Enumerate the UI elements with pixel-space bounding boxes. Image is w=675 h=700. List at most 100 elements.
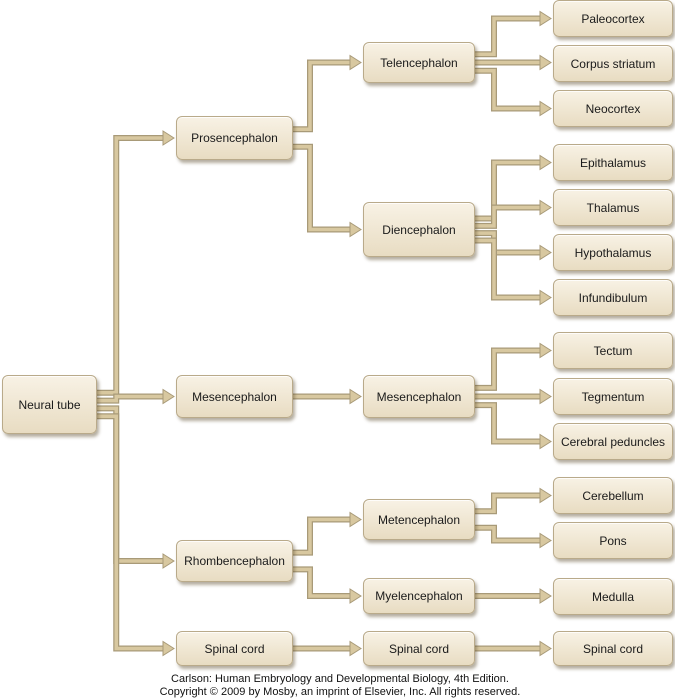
connector-telencephalon-to-neocortex (475, 67, 552, 117)
arrowhead-icon (539, 433, 552, 450)
connector-mesencephalon_primary-to-mesencephalon_secondary (293, 388, 362, 405)
node-corpus-striatum: Corpus striatum (553, 45, 673, 82)
arrowhead-icon (162, 388, 175, 405)
connector-mesencephalon_secondary-to-cerebral_peduncles (475, 402, 552, 450)
connector-outline (475, 524, 542, 544)
arrowhead-icon (349, 221, 362, 238)
connector-outline (97, 413, 165, 652)
connector-outline (475, 67, 542, 112)
connector-line (475, 68, 542, 111)
arrowhead-icon (539, 487, 552, 504)
connector-diencephalon-to-infundibulum (475, 237, 552, 306)
connector-outline (475, 492, 542, 515)
connector-line (475, 205, 542, 228)
connector-mesencephalon_secondary-to-tegmentum (475, 388, 552, 405)
arrowhead-icon (349, 511, 362, 528)
connector-rhombencephalon-to-metencephalon (293, 511, 362, 556)
arrowhead-icon (349, 54, 362, 71)
node-mesencephalon-primary: Mesencephalon (176, 375, 293, 418)
arrowhead-icon (539, 588, 552, 604)
node-cerebellum: Cerebellum (553, 477, 673, 514)
arrowhead-icon (539, 289, 552, 306)
credit-line-1: Carlson: Human Embryology and Developmen… (171, 673, 509, 685)
connector-line (97, 406, 165, 563)
node-epithalamus: Epithalamus (553, 144, 673, 181)
connector-neural_tube-to-prosencephalon (97, 130, 175, 396)
node-mesencephalon-secondary: Mesencephalon (363, 375, 475, 418)
connector-line (475, 348, 542, 390)
connector-line (293, 145, 352, 232)
arrowhead-icon (539, 388, 552, 405)
connector-diencephalon-to-hypothalamus (475, 230, 552, 261)
node-thalamus: Thalamus (553, 189, 673, 226)
connector-mesencephalon_secondary-to-tectum (475, 342, 552, 391)
connector-prosencephalon-to-telencephalon (293, 54, 362, 133)
arrowhead-icon (539, 532, 552, 549)
node-medulla: Medulla (553, 578, 673, 615)
node-myelencephalon: Myelencephalon (363, 578, 475, 614)
node-paleocortex: Paleocortex (553, 0, 673, 37)
arrowhead-icon (539, 342, 552, 359)
arrowhead-icon (349, 388, 362, 405)
connector-metencephalon-to-cerebellum (475, 487, 552, 515)
connector-outline (293, 59, 352, 133)
arrowhead-icon (349, 588, 362, 604)
node-metencephalon: Metencephalon (363, 499, 475, 540)
connector-diencephalon-to-epithalamus (475, 154, 552, 222)
node-pons: Pons (553, 522, 673, 559)
connector-telencephalon-to-paleocortex (475, 10, 552, 58)
connector-line (97, 414, 165, 651)
connector-outline (293, 516, 352, 556)
node-cerebral-peduncles: Cerebral peduncles (553, 423, 673, 460)
connector-line (293, 567, 352, 598)
node-prosencephalon: Prosencephalon (176, 116, 293, 160)
connector-prosencephalon-to-diencephalon (293, 143, 362, 238)
connector-rhombencephalon-to-myelencephalon (293, 566, 362, 604)
arrowhead-icon (349, 640, 362, 657)
connector-neural_tube-to-rhombencephalon (97, 405, 175, 569)
connector-outline (475, 15, 542, 58)
connector-line (475, 160, 542, 221)
arrowhead-icon (539, 10, 552, 27)
connector-telencephalon-to-corpus_striatum (475, 54, 552, 71)
node-neural-tube: Neural tube (2, 375, 97, 434)
connector-myelencephalon-to-medulla (475, 588, 552, 604)
connector-outline (97, 135, 165, 396)
node-rhombencephalon: Rhombencephalon (176, 540, 293, 582)
arrowhead-icon (539, 154, 552, 171)
arrowhead-icon (162, 553, 175, 569)
connector-line (475, 493, 542, 514)
connector-line (293, 60, 352, 131)
connector-outline (97, 405, 165, 564)
connector-line (97, 394, 165, 403)
node-spinal-cord-adult: Spinal cord (553, 631, 673, 666)
node-hypothalamus: Hypothalamus (553, 234, 673, 271)
connector-line (293, 517, 352, 555)
connector-outline (475, 347, 542, 391)
arrowhead-icon (539, 100, 552, 117)
arrowhead-icon (162, 640, 175, 657)
connector-line (475, 16, 542, 57)
connector-outline (475, 402, 542, 445)
node-tegmentum: Tegmentum (553, 378, 673, 415)
connector-outline (293, 143, 352, 233)
node-spinal-cord-secondary: Spinal cord (363, 631, 475, 666)
connector-outline (475, 237, 542, 301)
connector-diencephalon-to-thalamus (475, 199, 552, 229)
connector-spinal_cord_secondary-to-spinal_cord_adult (475, 640, 552, 657)
node-tectum: Tectum (553, 332, 673, 369)
node-spinal-cord-primary: Spinal cord (176, 631, 293, 666)
credit-line-2: Copyright © 2009 by Mosby, an imprint of… (159, 686, 521, 698)
arrowhead-icon (539, 640, 552, 657)
arrowhead-icon (539, 54, 552, 71)
connector-line (475, 403, 542, 444)
connector-neural_tube-to-mesencephalon_primary (97, 388, 175, 405)
connector-metencephalon-to-pons (475, 524, 552, 549)
arrowhead-icon (162, 130, 175, 146)
connector-neural_tube-to-spinal_cord_primary (97, 413, 175, 657)
node-diencephalon: Diencephalon (363, 202, 475, 257)
connector-line (475, 238, 542, 300)
arrowhead-icon (539, 244, 552, 261)
node-telencephalon: Telencephalon (363, 42, 475, 83)
connector-line (97, 136, 165, 395)
